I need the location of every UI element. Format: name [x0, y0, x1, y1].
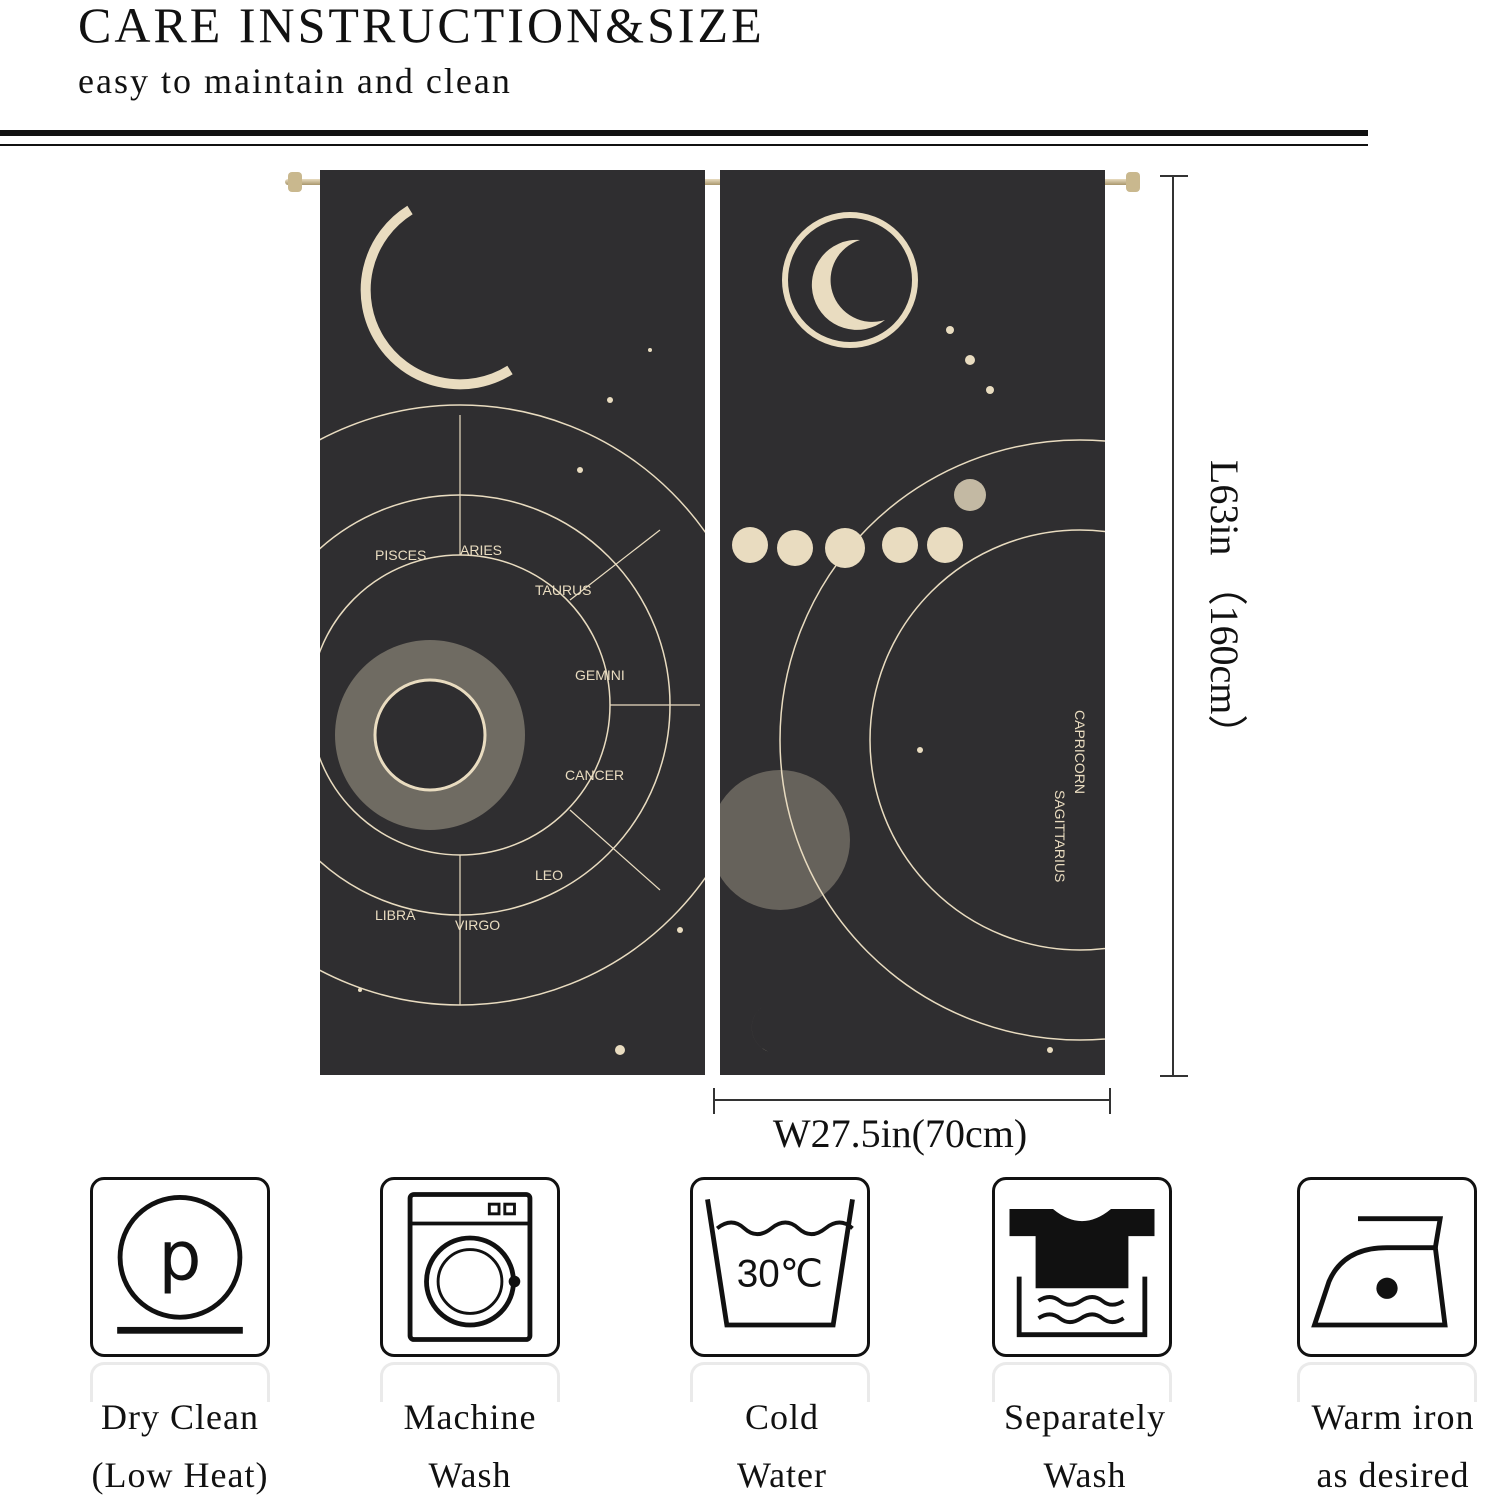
- zodiac-label: GEMINI: [575, 667, 625, 683]
- zodiac-label: CAPRICORN: [1072, 710, 1088, 794]
- width-dimension-line: [713, 1099, 1110, 1101]
- reflection: [992, 1362, 1172, 1402]
- rod-finial-right: [1126, 172, 1140, 192]
- zodiac-label: TAURUS: [535, 582, 592, 598]
- page-subtitle: easy to maintain and clean: [78, 61, 512, 101]
- care-label-line: as desired: [1316, 1455, 1470, 1495]
- care-label-dry-clean: Dry Clean (Low Heat): [50, 1388, 310, 1504]
- care-label-line: Separately: [1004, 1397, 1166, 1437]
- reflection: [1297, 1362, 1477, 1402]
- warm-iron-icon: [1297, 1177, 1477, 1357]
- care-label-line: Wash: [1043, 1455, 1127, 1495]
- width-cap-left: [713, 1088, 715, 1114]
- zodiac-label: VIRGO: [455, 917, 500, 933]
- temperature-label: 30℃: [737, 1252, 823, 1295]
- zodiac-label: ARIES: [460, 542, 502, 558]
- curtain-panel-right: CAPRICORN SAGITTARIUS: [720, 170, 1105, 1075]
- cold-water-icon: 30℃: [690, 1177, 870, 1357]
- zodiac-label: LIBRA: [375, 907, 416, 923]
- care-label-line: Warm iron: [1311, 1397, 1475, 1437]
- dry-clean-icon: p: [90, 1177, 270, 1357]
- length-label: L63in （160cm）: [1202, 460, 1247, 755]
- length-cap-top: [1160, 175, 1188, 177]
- width-label: W27.5in(70cm): [772, 1111, 1028, 1156]
- divider-thick: [0, 130, 1368, 136]
- machine-wash-icon: [380, 1177, 560, 1357]
- celestial-print-left: PISCES ARIES TAURUS GEMINI CANCER LEO VI…: [320, 205, 705, 1055]
- separately-wash-icon: [992, 1177, 1172, 1357]
- zodiac-label: LEO: [535, 867, 563, 883]
- page-title: CARE INSTRUCTION&SIZE: [78, 0, 765, 53]
- care-label-line: Wash: [428, 1455, 512, 1495]
- reflection: [690, 1362, 870, 1402]
- svg-text:p: p: [159, 1217, 202, 1296]
- zodiac-label: SAGITTARIUS: [1052, 790, 1068, 882]
- care-label-line: Cold: [744, 1397, 819, 1437]
- care-label-line: (Low Heat): [91, 1455, 269, 1495]
- care-label-line: Machine: [403, 1397, 537, 1437]
- length-cap-bottom: [1160, 1075, 1188, 1077]
- care-label-line: Dry Clean: [101, 1397, 259, 1437]
- zodiac-label: CANCER: [565, 767, 624, 783]
- curtain-rod: [285, 179, 1140, 185]
- curtain-panel-left: PISCES ARIES TAURUS GEMINI CANCER LEO VI…: [320, 170, 705, 1075]
- celestial-print-right: CAPRICORN SAGITTARIUS: [720, 212, 1105, 1054]
- length-dimension-line: [1172, 176, 1174, 1076]
- zodiac-label: PISCES: [375, 547, 426, 563]
- reflection: [380, 1362, 560, 1402]
- care-label-line: Water: [736, 1455, 828, 1495]
- rod-finial-left: [288, 172, 302, 192]
- reflection: [90, 1362, 270, 1402]
- divider-thin: [0, 144, 1368, 146]
- care-label-warm-iron: Warm iron as desired: [1263, 1388, 1500, 1504]
- width-cap-right: [1109, 1088, 1111, 1114]
